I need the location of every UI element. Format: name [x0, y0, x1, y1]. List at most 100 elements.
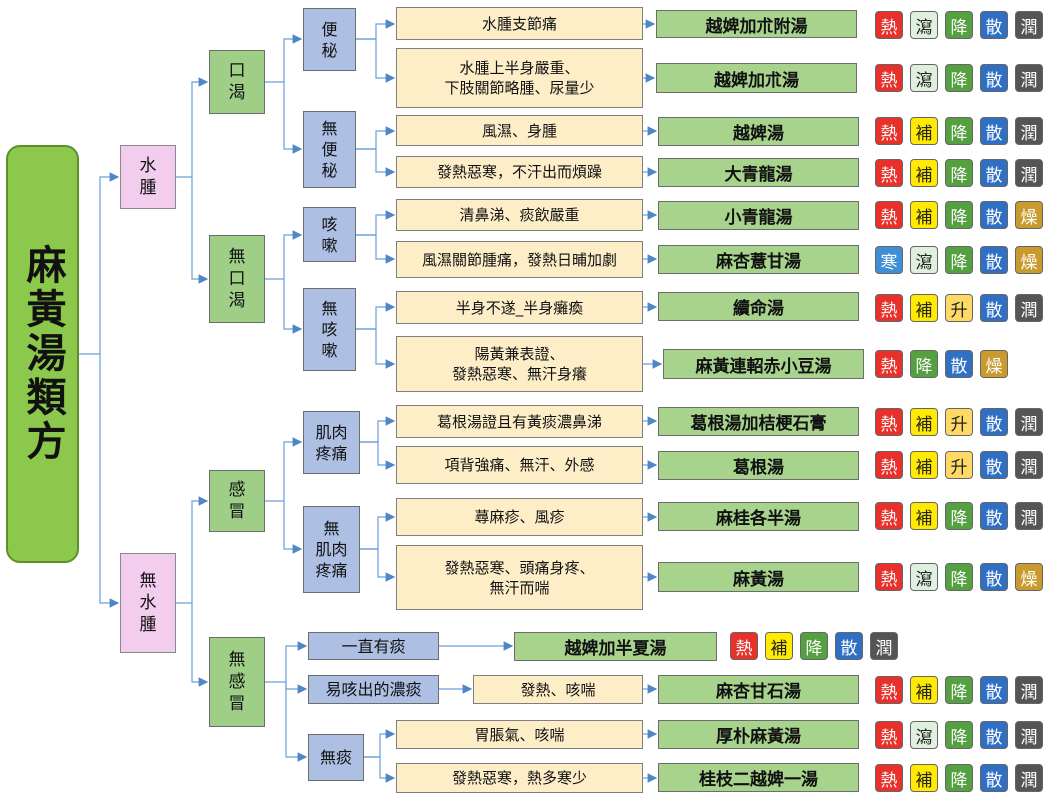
- property-tag: 熱: [875, 764, 903, 792]
- node-no-cold: 無 感 冒: [209, 637, 265, 727]
- property-tag: 降: [945, 201, 973, 229]
- node-muscle-pain: 肌肉 疼痛: [303, 411, 360, 474]
- property-tag: 潤: [1015, 721, 1043, 749]
- formula-box: 麻黃連軺赤小豆湯: [663, 349, 864, 379]
- property-tag: 熱: [875, 502, 903, 530]
- property-tag: 補: [910, 201, 938, 229]
- property-tag: 燥: [980, 350, 1008, 378]
- property-tag: 散: [945, 350, 973, 378]
- property-tag: 熱: [875, 64, 903, 92]
- property-tag: 熱: [875, 294, 903, 322]
- property-tag: 散: [980, 721, 1008, 749]
- property-tag: 散: [980, 159, 1008, 187]
- node-no-cough: 無 咳 嗽: [303, 288, 356, 371]
- property-tag: 熱: [875, 11, 903, 39]
- property-tag: 散: [980, 676, 1008, 704]
- property-tag: 補: [910, 294, 938, 322]
- node-no-phlegm: 無痰: [308, 734, 364, 781]
- property-tag: 潤: [1015, 764, 1043, 792]
- property-tag: 熱: [875, 563, 903, 591]
- condition-box: 水腫支節痛: [396, 7, 643, 40]
- property-tag: 降: [945, 563, 973, 591]
- node-no-muscle-pain: 無 肌肉 疼痛: [303, 506, 360, 593]
- property-tag: 潤: [1015, 159, 1043, 187]
- property-tag: 補: [910, 764, 938, 792]
- property-tag: 瀉: [910, 11, 938, 39]
- property-tag: 散: [980, 64, 1008, 92]
- property-tag: 瀉: [910, 563, 938, 591]
- property-tag: 降: [945, 64, 973, 92]
- property-tag: 散: [980, 408, 1008, 436]
- property-tag: 升: [945, 408, 973, 436]
- node-thirst: 口 渴: [209, 50, 265, 114]
- property-tag: 降: [800, 632, 828, 660]
- property-tag: 補: [765, 632, 793, 660]
- property-tag: 補: [910, 117, 938, 145]
- property-tag: 熱: [875, 117, 903, 145]
- property-tag: 降: [945, 117, 973, 145]
- property-tag: 燥: [1015, 563, 1043, 591]
- property-tag: 潤: [1015, 408, 1043, 436]
- condition-box: 風濕、身腫: [396, 115, 643, 146]
- property-tag: 散: [980, 246, 1008, 274]
- property-tag: 潤: [1015, 117, 1043, 145]
- property-tag: 升: [945, 451, 973, 479]
- property-tag: 熱: [875, 408, 903, 436]
- property-tag: 潤: [870, 632, 898, 660]
- property-tag: 潤: [1015, 451, 1043, 479]
- property-tag: 潤: [1015, 294, 1043, 322]
- property-tag: 寒: [875, 246, 903, 274]
- property-tag: 補: [910, 676, 938, 704]
- node-thick-phlegm: 易咳出的濃痰: [308, 675, 439, 704]
- property-tag: 降: [945, 159, 973, 187]
- property-tag: 升: [945, 294, 973, 322]
- node-persistent-phlegm: 一直有痰: [308, 632, 439, 660]
- node-no-thirst: 無 口 渴: [209, 235, 265, 323]
- condition-box: 蕁麻疹、風疹: [396, 498, 643, 536]
- property-tag: 潤: [1015, 676, 1043, 704]
- property-tag: 降: [945, 246, 973, 274]
- formula-box: 葛根湯加桔梗石膏: [658, 407, 859, 436]
- condition-box: 發熱惡寒，不汗出而煩躁: [396, 156, 643, 188]
- formula-box: 桂枝二越婢一湯: [658, 763, 859, 792]
- root-title: 麻黃湯類方: [6, 145, 79, 563]
- property-tag: 熱: [875, 201, 903, 229]
- property-tag: 熱: [875, 451, 903, 479]
- node-edema: 水 腫: [120, 145, 176, 209]
- condition-box: 風濕關節腫痛，發熱日晡加劇: [396, 241, 643, 278]
- formula-box: 越婢加朮附湯: [656, 10, 857, 38]
- condition-box: 胃脹氣、咳喘: [396, 720, 643, 749]
- condition-box: 發熱、咳喘: [473, 675, 643, 704]
- formula-box: 越婢湯: [658, 117, 859, 146]
- condition-box: 清鼻涕、痰飲嚴重: [396, 199, 643, 231]
- property-tag: 散: [980, 117, 1008, 145]
- formula-box: 越婢加朮湯: [656, 63, 857, 93]
- condition-box: 陽黃兼表證、 發熱惡寒、無汗身癢: [396, 336, 643, 392]
- property-tag: 降: [945, 676, 973, 704]
- formula-box: 麻桂各半湯: [658, 502, 859, 531]
- node-cough: 咳 嗽: [303, 207, 356, 262]
- property-tag: 散: [980, 201, 1008, 229]
- property-tag: 降: [945, 11, 973, 39]
- property-tag: 散: [980, 451, 1008, 479]
- property-tag: 散: [835, 632, 863, 660]
- formula-box: 越婢加半夏湯: [514, 632, 717, 661]
- node-cold: 感 冒: [209, 470, 265, 532]
- condition-box: 項背強痛、無汗、外感: [396, 446, 643, 484]
- property-tag: 燥: [1015, 246, 1043, 274]
- formula-box: 小青龍湯: [658, 201, 859, 230]
- property-tag: 降: [910, 350, 938, 378]
- property-tag: 瀉: [910, 64, 938, 92]
- property-tag: 熱: [875, 350, 903, 378]
- property-tag: 降: [945, 502, 973, 530]
- node-no-edema: 無 水 腫: [120, 553, 176, 653]
- property-tag: 潤: [1015, 11, 1043, 39]
- formula-box: 大青龍湯: [658, 158, 859, 187]
- condition-box: 發熱惡寒、頭痛身疼、 無汗而喘: [396, 545, 643, 610]
- formula-box: 葛根湯: [658, 451, 859, 480]
- condition-box: 葛根湯證且有黃痰濃鼻涕: [396, 405, 643, 438]
- node-constipation: 便 秘: [303, 8, 356, 71]
- property-tag: 潤: [1015, 64, 1043, 92]
